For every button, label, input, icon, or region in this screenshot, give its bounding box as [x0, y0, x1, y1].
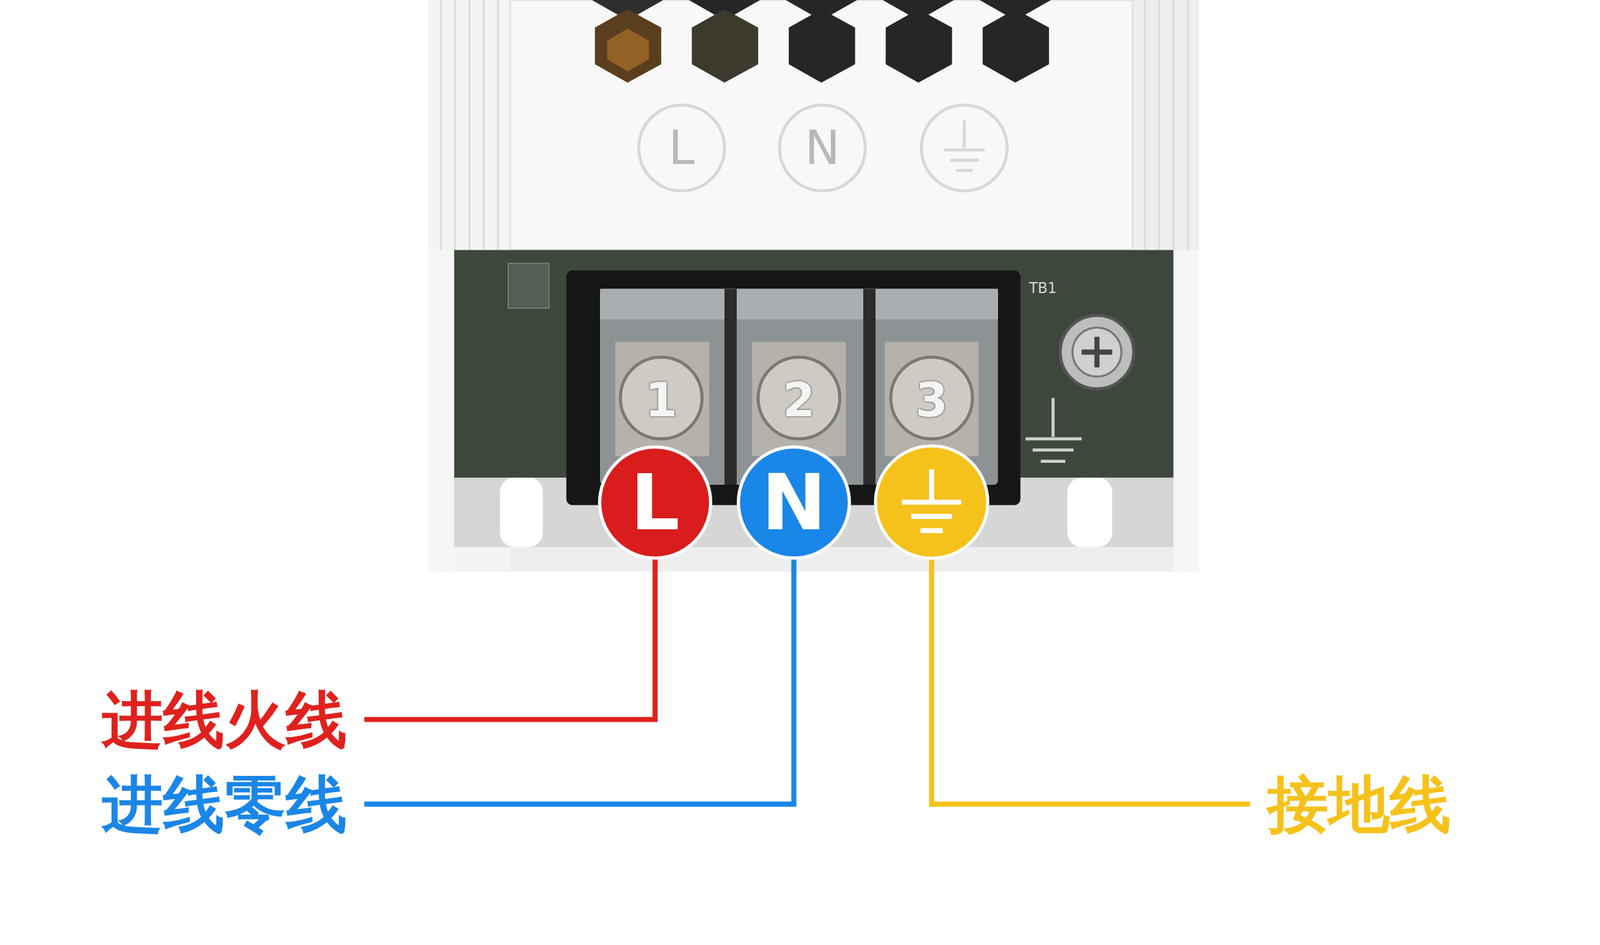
wire-label: 进线零线: [101, 773, 348, 835]
terminal-marker: N: [736, 445, 851, 560]
embossed-mark: N: [805, 124, 840, 172]
wire-label: 进线火线: [101, 689, 348, 751]
terminal-letter: L: [630, 463, 680, 541]
terminal-number: 2: [782, 376, 816, 424]
board-marking: TB1: [1029, 280, 1057, 295]
terminal-letter: N: [761, 463, 827, 541]
terminal-marker: L: [598, 445, 713, 560]
terminal-number: 1: [645, 376, 679, 424]
embossed-mark: L: [668, 124, 695, 172]
wire-label: 接地线: [1267, 773, 1451, 835]
terminal-number: 3: [915, 376, 949, 424]
